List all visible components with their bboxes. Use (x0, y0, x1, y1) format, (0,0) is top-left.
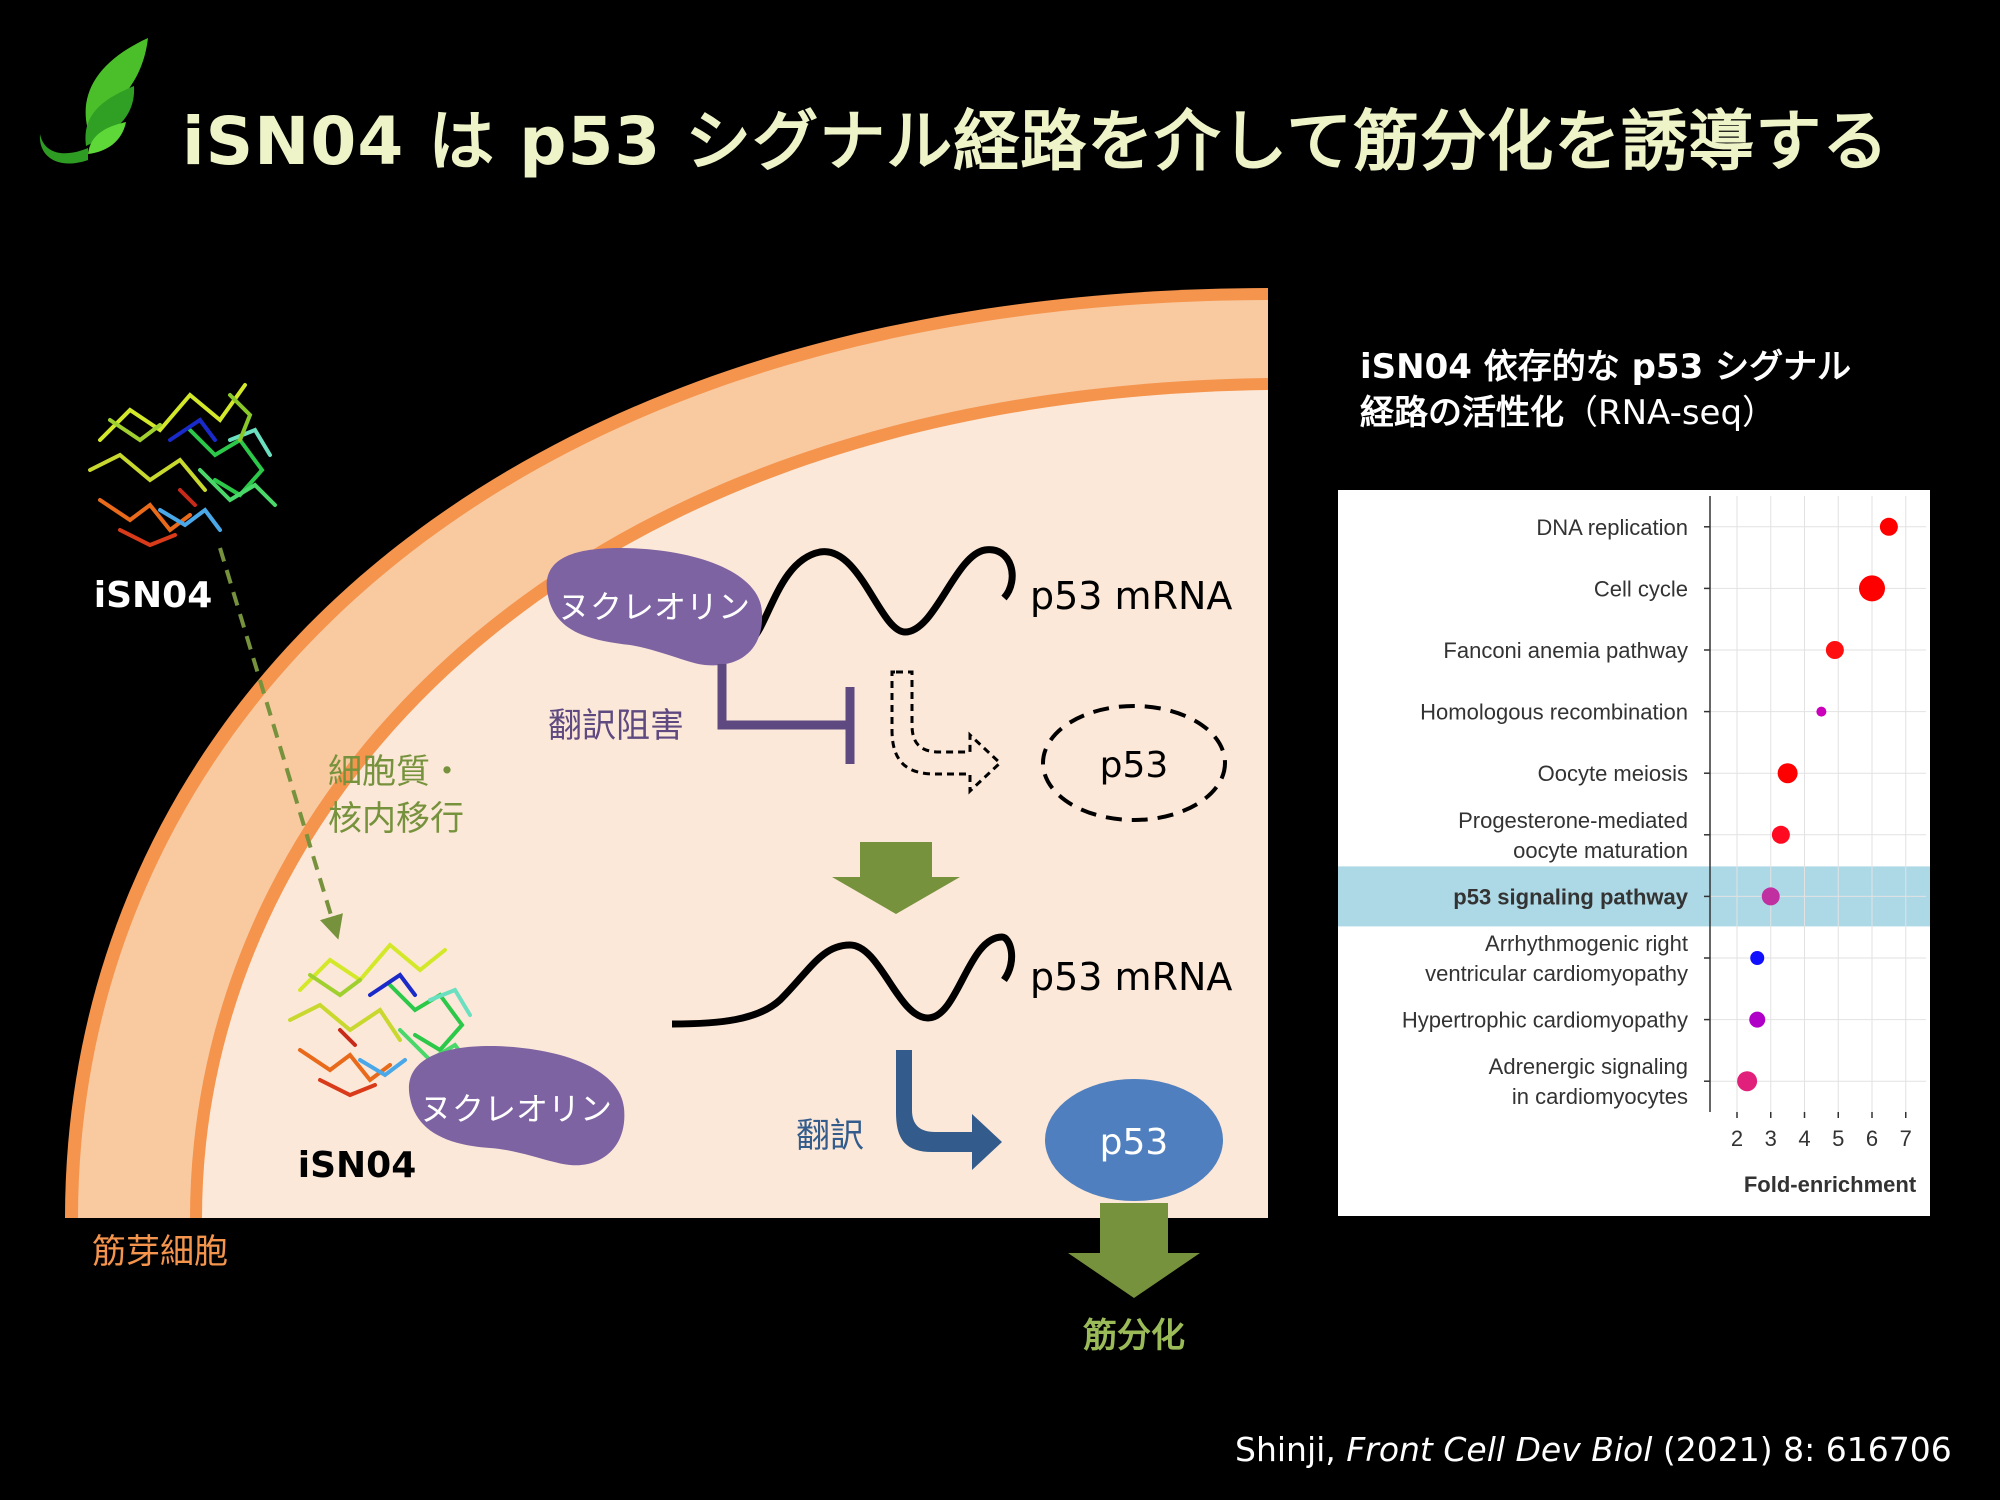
data-point (1879, 517, 1898, 536)
p53-top-label: p53 (1100, 745, 1169, 786)
isn04-molecule-top (88, 383, 277, 548)
x-tick-label: 3 (1765, 1126, 1777, 1151)
mrna-bottom-label: p53 mRNA (1030, 955, 1232, 999)
category-label: in cardiomyocytes (1512, 1084, 1688, 1109)
translate-label: 翻訳 (796, 1116, 864, 1156)
category-label: Homologous recombination (1420, 700, 1688, 725)
data-point (1771, 825, 1790, 844)
side-panel-title: iSN04 依存的な p53 シグナル 経路の活性化（RNA-seq） (1360, 344, 1851, 436)
category-label: p53 signaling pathway (1453, 884, 1688, 909)
isn04-top-label: iSN04 (94, 575, 213, 616)
x-tick-label: 2 (1731, 1126, 1743, 1151)
category-label: Fanconi anemia pathway (1443, 638, 1688, 663)
nucleolin-top-label: ヌクレオリン (558, 588, 750, 626)
data-point (1825, 641, 1844, 659)
data-point (1737, 1071, 1758, 1092)
category-label: Progesterone-mediated (1458, 808, 1688, 833)
mrna-wave-bottom (671, 933, 1016, 1028)
category-label: Adrenergic signaling (1489, 1054, 1688, 1079)
mrna-top-label: p53 mRNA (1030, 574, 1232, 618)
x-tick-label: 5 (1832, 1126, 1844, 1151)
leaf-logo-icon (39, 38, 148, 164)
x-tick-label: 4 (1798, 1126, 1810, 1151)
category-label: DNA replication (1536, 515, 1688, 540)
category-label: Cell cycle (1594, 576, 1688, 601)
side-title-light: （RNA-seq） (1564, 393, 1777, 433)
citation: Shinji, Front Cell Dev Biol (2021) 8: 61… (1235, 1430, 1952, 1469)
data-point (1777, 763, 1798, 784)
translation-arrow (896, 1050, 1002, 1170)
page-title: iSN04 は p53 シグナル経路を介して筋分化を誘導する (182, 103, 1890, 180)
category-label: ventricular cardiomyopathy (1425, 961, 1688, 986)
isn04-bottom-label: iSN04 (298, 1145, 417, 1186)
data-point (1816, 706, 1827, 717)
outcome-arrow (1068, 1203, 1200, 1298)
category-label: Hypertrophic cardiomyopathy (1402, 1008, 1688, 1033)
nucleolin-blob-top (546, 548, 763, 666)
p53-bottom-label: p53 (1100, 1122, 1169, 1163)
data-point (1749, 1011, 1766, 1028)
cell-label: 筋芽細胞 (92, 1232, 228, 1272)
citation-journal: Front Cell Dev Biol (1346, 1430, 1653, 1469)
transition-arrow (832, 842, 960, 914)
category-label: Arrhythmogenic right (1485, 931, 1688, 956)
side-title-line2: 経路の活性化（RNA-seq） (1360, 390, 1851, 436)
mrna-wave-top (749, 546, 1016, 643)
citation-details: (2021) 8: 616706 (1652, 1430, 1952, 1469)
citation-author: Shinji, (1235, 1430, 1347, 1469)
category-label: oocyte maturation (1513, 838, 1688, 863)
transport-label-2: 核内移行 (328, 799, 464, 839)
nucleolin-bottom-label: ヌクレオリン (420, 1090, 612, 1128)
side-title-bold: 経路の活性化 (1360, 393, 1564, 433)
x-tick-label: 7 (1900, 1126, 1912, 1151)
transport-label-1: 細胞質・ (328, 752, 464, 792)
data-point (1750, 951, 1765, 965)
x-axis-label: Fold-enrichment (1744, 1172, 1917, 1197)
inhibit-label: 翻訳阻害 (548, 706, 684, 746)
x-tick-label: 6 (1866, 1126, 1878, 1151)
blocked-translation-arrow (890, 670, 1003, 795)
inhibition-line (717, 664, 850, 730)
nucleolin-blob-bottom (408, 1045, 625, 1166)
p53-absent-ellipse (1041, 704, 1227, 822)
category-label: Oocyte meiosis (1538, 761, 1688, 786)
data-point (1761, 887, 1780, 906)
side-title-line1: iSN04 依存的な p53 シグナル (1360, 347, 1852, 387)
p53-protein-ellipse (1045, 1079, 1223, 1201)
outcome-label: 筋分化 (1083, 1316, 1185, 1356)
data-point (1859, 575, 1885, 602)
